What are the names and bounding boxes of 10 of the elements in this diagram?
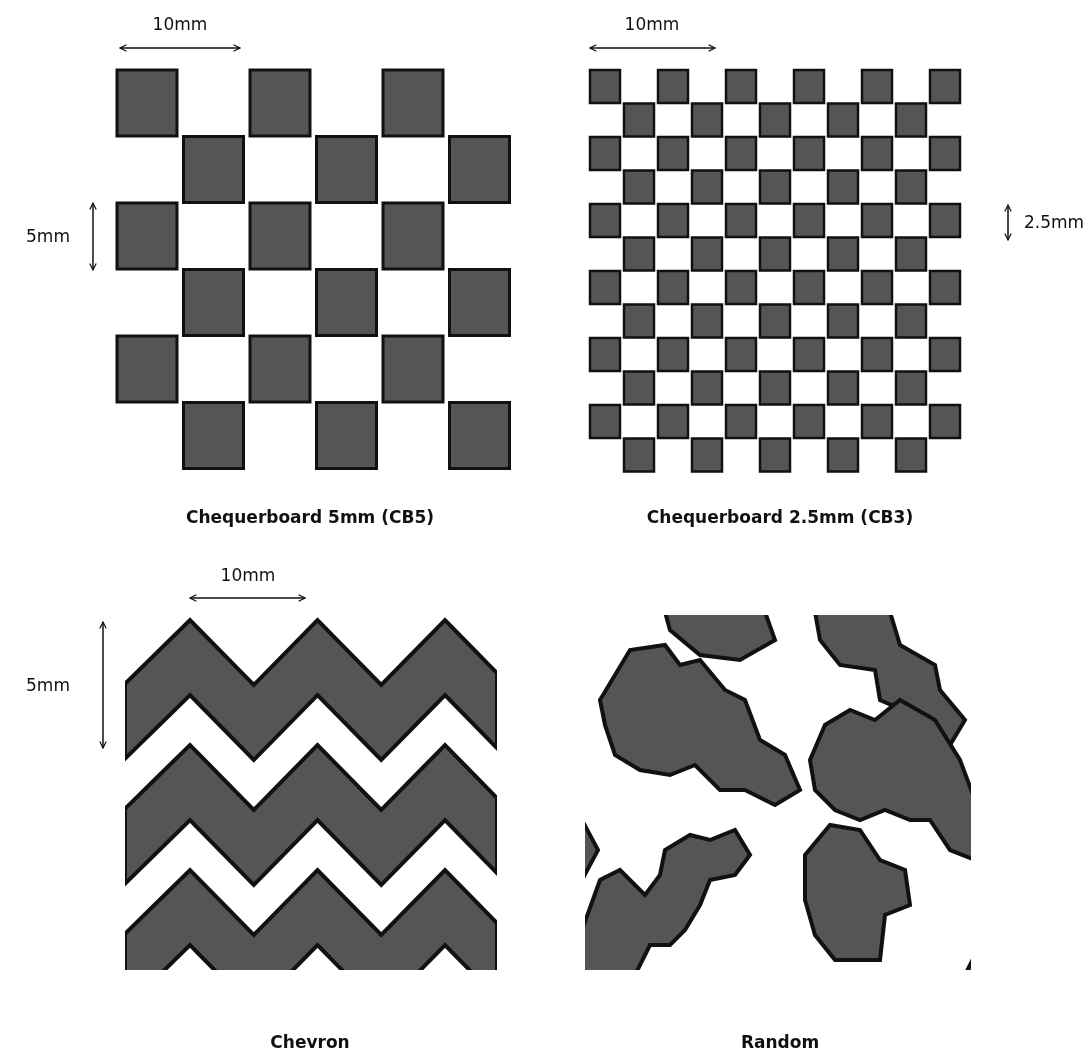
pattern-caption: Chevron <box>270 1032 350 1053</box>
pattern-caption: Chequerboard 2.5mm (CB3) <box>646 507 914 528</box>
pattern-caption: Random <box>740 1032 820 1053</box>
dimension-label: 10mm <box>624 14 680 35</box>
dimension-label: 2.5mm <box>1024 212 1085 233</box>
dimension-label: 10mm <box>220 565 276 586</box>
dimension-label: 5mm <box>26 226 70 247</box>
dimension-label: 10mm <box>152 14 208 35</box>
dimension-label: 5mm <box>26 675 70 696</box>
pattern-caption: Chequerboard 5mm (CB5) <box>185 507 435 528</box>
